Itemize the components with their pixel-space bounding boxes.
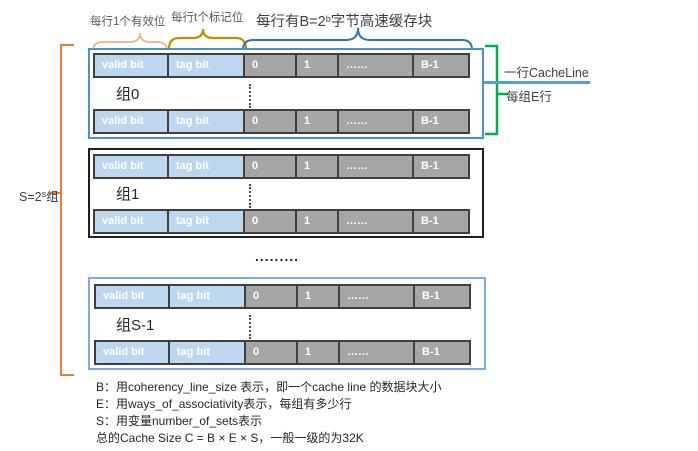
block-byte-1-cell: 1 — [295, 154, 339, 179]
valid-bit-cell: valid bit — [93, 154, 169, 179]
block-label-superscript: b — [325, 14, 331, 24]
vertical-ellipsis — [249, 184, 251, 208]
block-byte-0-cell: 0 — [243, 154, 297, 179]
cache-line-row: valid bit tag bit 0 1 …… B-1 — [93, 154, 470, 179]
set-label-1: 组1 — [116, 186, 140, 203]
block-byte-1-cell: 1 — [295, 53, 339, 78]
block-byte-last-cell: B-1 — [413, 340, 471, 365]
block-byte-0-cell: 0 — [244, 284, 298, 309]
valid-bit-cell: valid bit — [93, 53, 169, 78]
cache-line-row: valid bit tag bit 0 1 …… B-1 — [94, 340, 471, 365]
block-byte-ellipsis-cell: …… — [337, 53, 414, 78]
block-byte-ellipsis-cell: …… — [338, 340, 415, 365]
label-block-bytes-per-line: 每行有B=2b字节高速缓存块 — [256, 10, 432, 31]
block-byte-1-cell: 1 — [296, 340, 340, 365]
note-line-total: 总的Cache Size C = B × E × S，一般一级的为32K — [96, 431, 364, 445]
note-line-s: S：用变量number_of_sets表示 — [96, 414, 263, 428]
bracket-lines-per-set — [485, 44, 508, 136]
block-byte-ellipsis-cell: …… — [338, 284, 415, 309]
block-byte-last-cell: B-1 — [412, 209, 470, 234]
tag-bit-cell: tag bit — [167, 53, 245, 78]
set-label-0: 组0 — [116, 86, 140, 103]
block-byte-last-cell: B-1 — [412, 154, 470, 179]
groups-ellipsis: ......... — [255, 248, 300, 264]
block-byte-0-cell: 0 — [244, 340, 298, 365]
block-byte-ellipsis-cell: …… — [337, 209, 414, 234]
label-valid-bit-per-line: 每行1个有效位 — [90, 16, 166, 28]
cache-line-row: valid bit tag bit 0 1 …… B-1 — [94, 284, 471, 309]
valid-bit-cell: valid bit — [94, 284, 170, 309]
valid-bit-cell: valid bit — [94, 340, 170, 365]
set-count-prefix: S=2 — [19, 190, 42, 204]
set-count-suffix: 组 — [46, 190, 59, 204]
block-byte-ellipsis-cell: …… — [337, 109, 414, 134]
brace-tag-bit — [167, 28, 248, 50]
block-byte-1-cell: 1 — [295, 109, 339, 134]
block-byte-last-cell: B-1 — [412, 53, 470, 78]
set-label-s-1: 组S-1 — [116, 317, 155, 334]
set-count-superscript: s — [41, 189, 47, 199]
block-byte-1-cell: 1 — [295, 209, 339, 234]
cache-line-row: valid bit tag bit 0 1 …… B-1 — [93, 109, 470, 134]
block-byte-0-cell: 0 — [243, 109, 297, 134]
notes-block: B：用coherency_line_size 表示，即一个cache line … — [96, 379, 441, 447]
vertical-ellipsis — [249, 84, 251, 108]
valid-bit-cell: valid bit — [93, 109, 169, 134]
label-set-count: S=2s组 — [19, 186, 59, 205]
cache-line-row: valid bit tag bit 0 1 …… B-1 — [93, 209, 470, 234]
label-lines-per-set: 每组E行 — [506, 90, 552, 104]
label-cacheline: 一行CacheLine — [504, 66, 589, 80]
label-tag-bits-per-line: 每行t个标记位 — [171, 12, 244, 24]
tag-bit-cell: tag bit — [167, 109, 245, 134]
note-line-b: B：用coherency_line_size 表示，即一个cache line … — [96, 380, 442, 394]
block-byte-last-cell: B-1 — [413, 284, 471, 309]
tag-bit-cell: tag bit — [168, 340, 246, 365]
bracket-number-of-sets — [49, 44, 74, 376]
block-byte-0-cell: 0 — [243, 209, 297, 234]
block-byte-ellipsis-cell: …… — [337, 154, 414, 179]
block-byte-0-cell: 0 — [243, 53, 297, 78]
note-line-e: E：用ways_of_associativity表示，每组有多少行 — [96, 397, 352, 411]
block-label-prefix: 每行有B=2 — [256, 14, 326, 30]
brace-cache-block — [242, 27, 473, 51]
brace-valid-bit — [92, 32, 168, 52]
vertical-ellipsis — [249, 315, 251, 339]
cache-line-row: valid bit tag bit 0 1 …… B-1 — [93, 53, 470, 78]
tag-bit-cell: tag bit — [167, 154, 245, 179]
block-byte-last-cell: B-1 — [412, 109, 470, 134]
tag-bit-cell: tag bit — [167, 209, 245, 234]
valid-bit-cell: valid bit — [93, 209, 169, 234]
block-label-suffix: 字节高速缓存块 — [330, 14, 433, 30]
tag-bit-cell: tag bit — [168, 284, 246, 309]
block-byte-1-cell: 1 — [296, 284, 340, 309]
